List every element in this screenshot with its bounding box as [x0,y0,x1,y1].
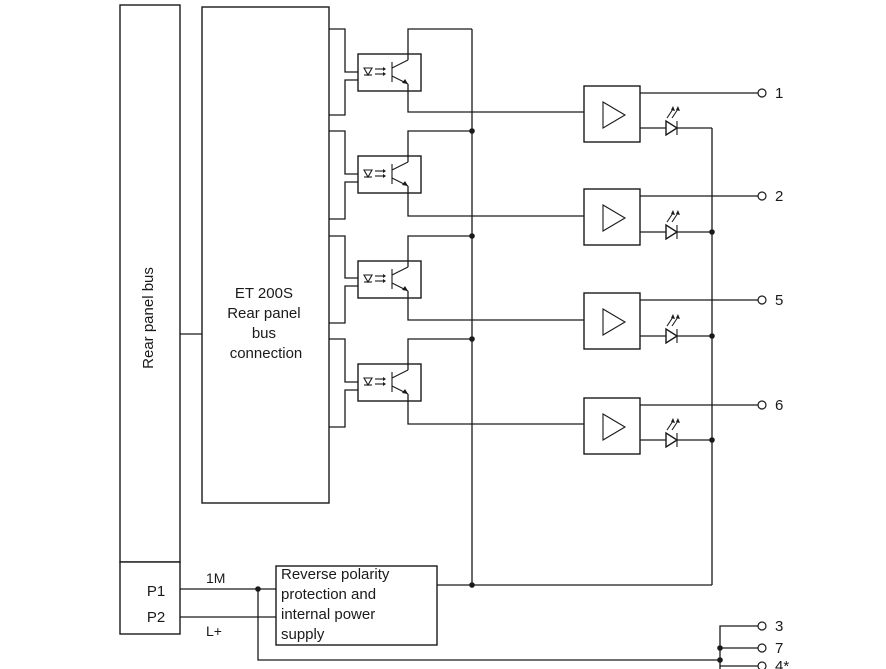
p2-label: P2 [147,609,165,626]
driver-1 [583,85,641,143]
et200s-label-line-1: ET 200S [235,285,293,302]
et200s-label-line-3: bus [252,325,276,342]
channel-1: 1 [329,28,783,143]
optocoupler-3 [357,260,422,299]
terminal-7-label: 7 [775,640,783,657]
optocoupler-1 [357,53,422,92]
channel-6: 6 [329,338,783,455]
status-led-3 [665,314,680,345]
terminal-6 [757,400,767,410]
terminal-1-label: 1 [775,85,783,102]
et200s-label: ET 200S Rear panel bus connection [227,285,305,362]
reverse-polarity-line-1: Reverse polarity [281,566,390,583]
reverse-polarity-line-4: supply [281,626,325,643]
status-led-4 [665,418,680,449]
terminal-5 [757,295,767,305]
terminal-6-label: 6 [775,397,783,414]
channel-2: 2 [329,130,783,246]
terminal-5-label: 5 [775,292,783,309]
terminal-3 [757,621,767,631]
channel-5: 5 [329,235,783,350]
rear-panel-bus-box [119,4,181,563]
driver-3 [583,292,641,350]
driver-4 [583,397,641,455]
reverse-polarity-box [275,565,438,646]
rear-panel-bus-label: Rear panel bus [140,267,157,369]
et200s-label-line-4: connection [230,345,303,362]
status-led-2 [665,210,680,241]
terminal-3-label: 3 [775,618,783,635]
terminal-1 [757,88,767,98]
p1-label: P1 [147,583,165,600]
optocoupler-2 [357,155,422,194]
wire-lplus-label: L+ [206,623,222,639]
status-led-1 [665,106,680,137]
terminal-4-label: 4* [775,658,789,669]
terminal-4 [757,661,767,669]
et200s-bus-connection-box [201,6,330,504]
terminal-2 [757,191,767,201]
driver-2 [583,188,641,246]
et200s-label-line-2: Rear panel [227,305,300,322]
optocoupler-4 [357,363,422,402]
reverse-polarity-line-3: internal power [281,606,375,623]
reverse-polarity-line-2: protection and [281,586,376,603]
wire-1m-label: 1M [206,570,225,586]
terminal-7 [757,643,767,653]
p1-p2-box [119,561,181,635]
terminal-2-label: 2 [775,188,783,205]
reverse-polarity-label: Reverse polarity protection and internal… [281,566,394,643]
